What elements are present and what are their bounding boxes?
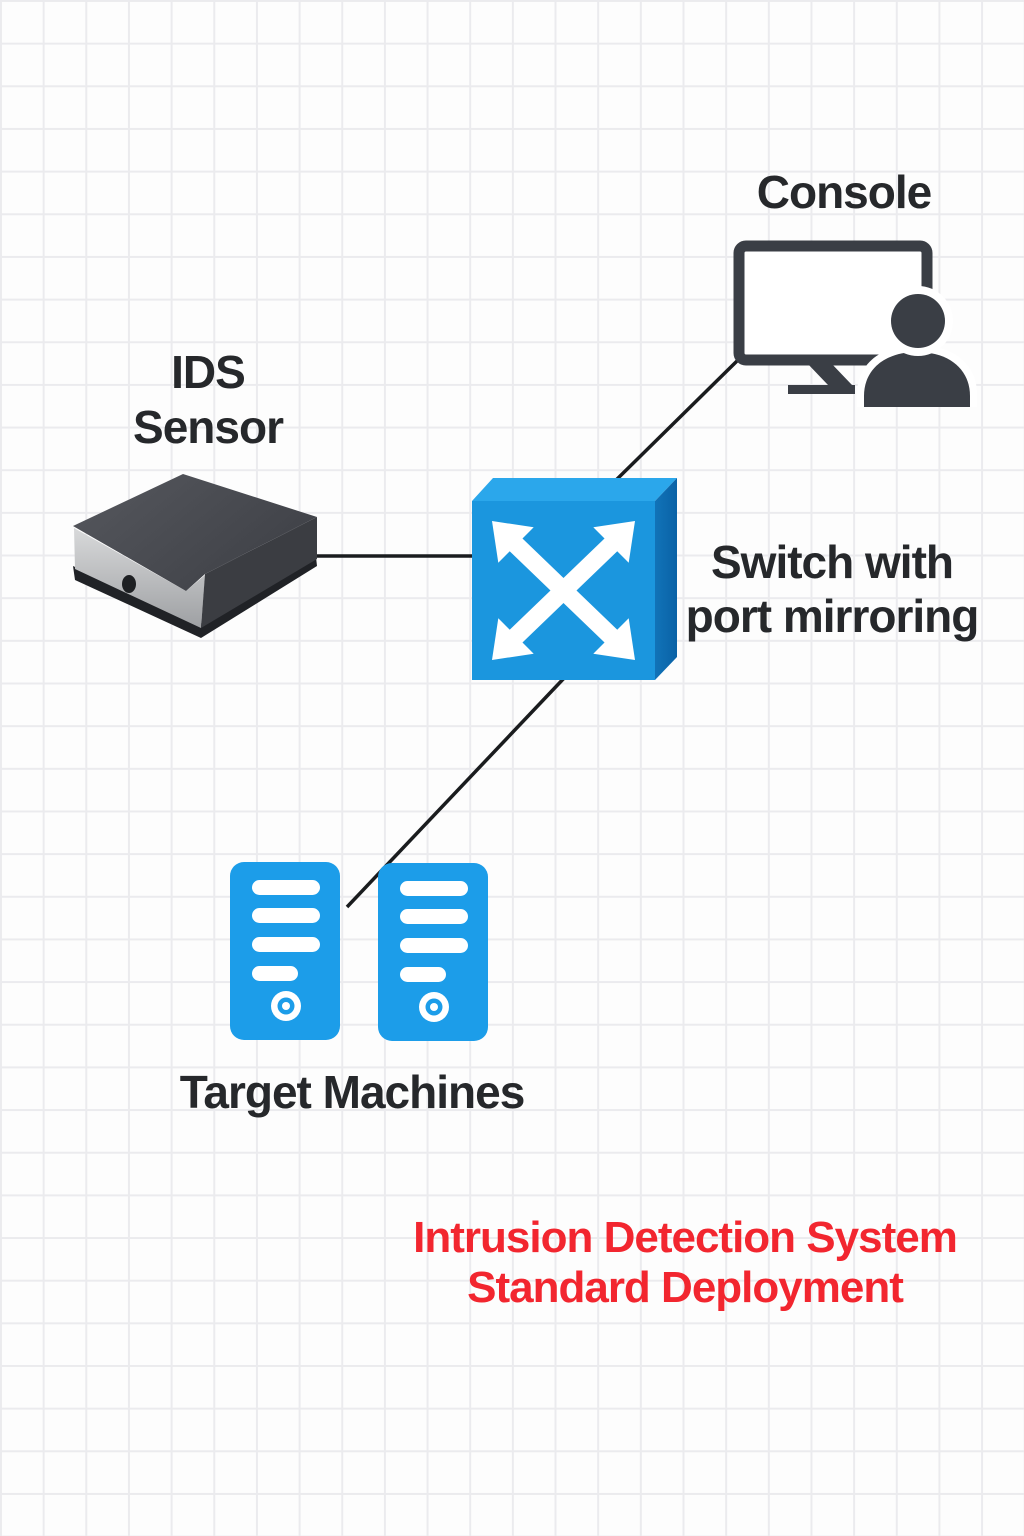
sensor-base — [73, 557, 317, 638]
switch-label: Switch with port mirroring — [685, 535, 980, 643]
sensor-power-button — [122, 575, 136, 593]
switch-x-arrows — [492, 521, 635, 660]
diagram-title-line2: Standard Deployment — [467, 1263, 904, 1312]
switch-side-face — [655, 478, 677, 680]
user-head — [891, 294, 945, 348]
user-body — [864, 352, 970, 407]
switch-label-line1: Switch with — [710, 536, 954, 588]
console-label: Console — [756, 166, 932, 218]
target-machines-label: Target Machines — [179, 1066, 526, 1118]
server-tower-icon — [230, 862, 340, 1040]
switch-top-face — [472, 478, 677, 501]
console-monitor-stand — [788, 362, 855, 394]
connector-console-switch — [608, 359, 739, 488]
diagram-title-line1: Intrusion Detection System — [413, 1213, 958, 1262]
ids-sensor-label-line2: Sensor — [133, 401, 284, 453]
console-monitor-user-icon — [733, 240, 977, 407]
ids-sensor-label-line1: IDS — [171, 346, 246, 398]
sensor-right-face — [201, 517, 317, 628]
ids-sensor-label: IDS Sensor — [133, 345, 284, 455]
sensor-front-face — [74, 528, 205, 628]
target-machines-icons — [230, 862, 488, 1041]
diagram-title: Intrusion Detection System Standard Depl… — [413, 1213, 958, 1313]
server-tower-icon — [378, 863, 488, 1041]
switch-label-line2: port mirroring — [685, 590, 980, 642]
switch-cross-arrows-icon — [472, 478, 677, 680]
sensor-top-face — [73, 474, 317, 591]
ids-sensor-appliance-icon — [73, 474, 317, 638]
